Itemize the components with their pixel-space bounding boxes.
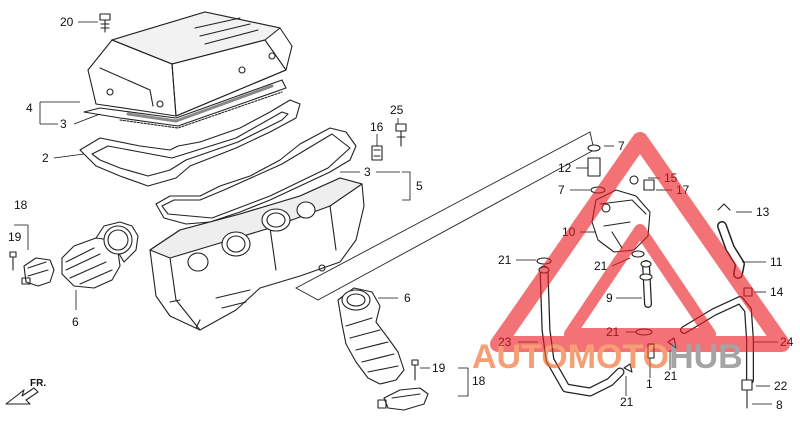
watermark-triangle-inner xyxy=(564,224,716,340)
callout-21d: 21 xyxy=(664,369,678,383)
callout-19b: 19 xyxy=(432,361,446,375)
watermark-text-hub: HUB xyxy=(669,338,743,376)
bolt-20 xyxy=(99,13,111,33)
air-cleaner-gasket xyxy=(79,99,301,187)
callout-7a: 7 xyxy=(618,139,625,153)
screw-19-left xyxy=(9,251,17,271)
callout-18a: 18 xyxy=(14,198,28,212)
callout-21b: 21 xyxy=(594,259,608,273)
callout-13: 13 xyxy=(756,205,770,219)
callout-11: 11 xyxy=(770,255,783,269)
watermark-text-automoto: AUTOMOTO xyxy=(472,338,669,376)
callout-19a: 19 xyxy=(8,230,22,244)
callout-21a: 21 xyxy=(498,253,512,267)
callout-1: 1 xyxy=(646,377,653,391)
callout-14: 14 xyxy=(770,285,784,299)
callout-3a: 3 xyxy=(60,117,67,131)
callout-8: 8 xyxy=(776,398,783,412)
callout-22: 22 xyxy=(774,379,788,393)
callout-21e: 21 xyxy=(620,395,634,409)
svg-text:AUTOMOTOHUB: AUTOMOTOHUB xyxy=(472,338,743,376)
callout-4: 4 xyxy=(26,101,33,115)
callout-9: 9 xyxy=(606,291,613,305)
front-direction-label: FR. xyxy=(30,378,46,389)
callout-16: 16 xyxy=(370,120,384,134)
callout-2: 2 xyxy=(42,151,49,165)
callout-6a: 6 xyxy=(72,315,79,329)
front-direction-arrow xyxy=(5,387,39,405)
watermark-triangle-outer xyxy=(490,132,790,352)
air-cleaner-element xyxy=(83,79,287,129)
callout-25: 25 xyxy=(390,103,404,117)
tube-9 xyxy=(640,260,652,308)
clip-16 xyxy=(371,145,383,161)
callout-12: 12 xyxy=(558,161,572,175)
callout-3b: 3 xyxy=(364,165,371,179)
callout-20: 20 xyxy=(60,15,74,29)
bolt-25 xyxy=(395,123,407,147)
automotohub-watermark: AUTOMOTOHUB xyxy=(472,132,790,376)
hose-band-left xyxy=(21,257,55,287)
intake-funnel-right xyxy=(337,287,405,385)
hose-band-right xyxy=(377,387,429,411)
callout-18b: 18 xyxy=(472,374,486,388)
air-cleaner-housing xyxy=(149,177,365,331)
callout-6b: 6 xyxy=(404,291,411,305)
intake-funnel-left xyxy=(61,221,139,289)
air-cleaner-cover xyxy=(87,11,293,117)
callout-7b: 7 xyxy=(558,183,565,197)
screw-19-right xyxy=(411,359,419,381)
callout-5: 5 xyxy=(416,179,423,193)
